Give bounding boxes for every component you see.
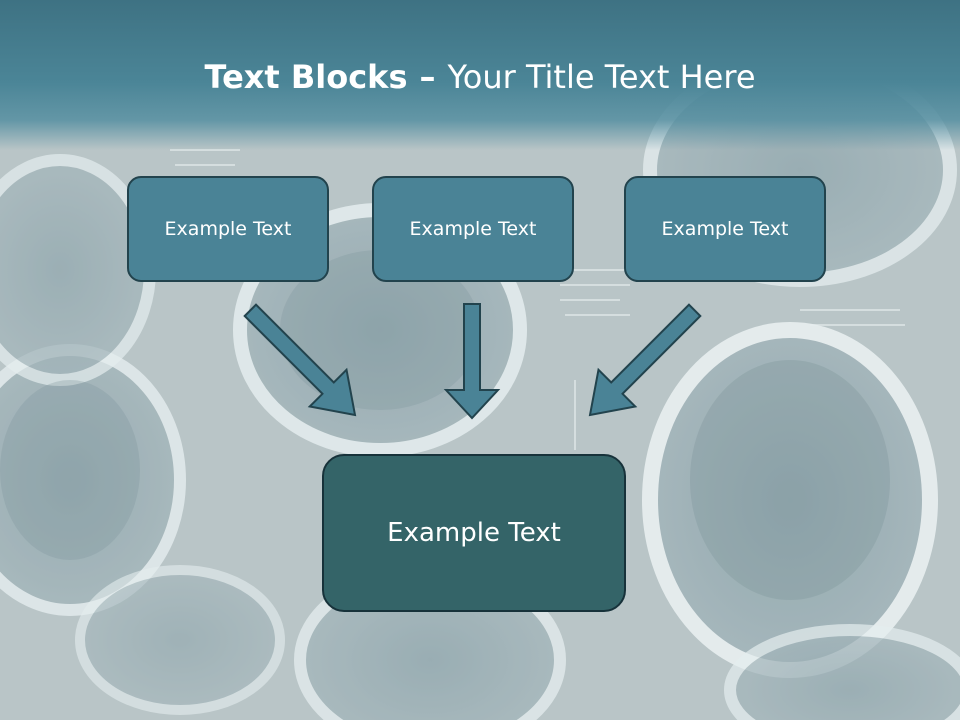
header-band [0,0,960,150]
text-block-middle[interactable]: Example Text [372,176,574,282]
title-normal: Your Title Text Here [447,58,756,96]
title-bold: Text Blocks [204,58,408,96]
text-block-left[interactable]: Example Text [127,176,329,282]
text-block-center-label: Example Text [387,518,561,548]
text-block-center[interactable]: Example Text [322,454,626,612]
text-block-right-label: Example Text [661,218,789,240]
page-title: Text Blocks–Your Title Text Here [0,52,960,102]
text-block-middle-label: Example Text [409,218,537,240]
text-block-right[interactable]: Example Text [624,176,826,282]
title-separator: – [419,58,436,96]
text-block-left-label: Example Text [164,218,292,240]
